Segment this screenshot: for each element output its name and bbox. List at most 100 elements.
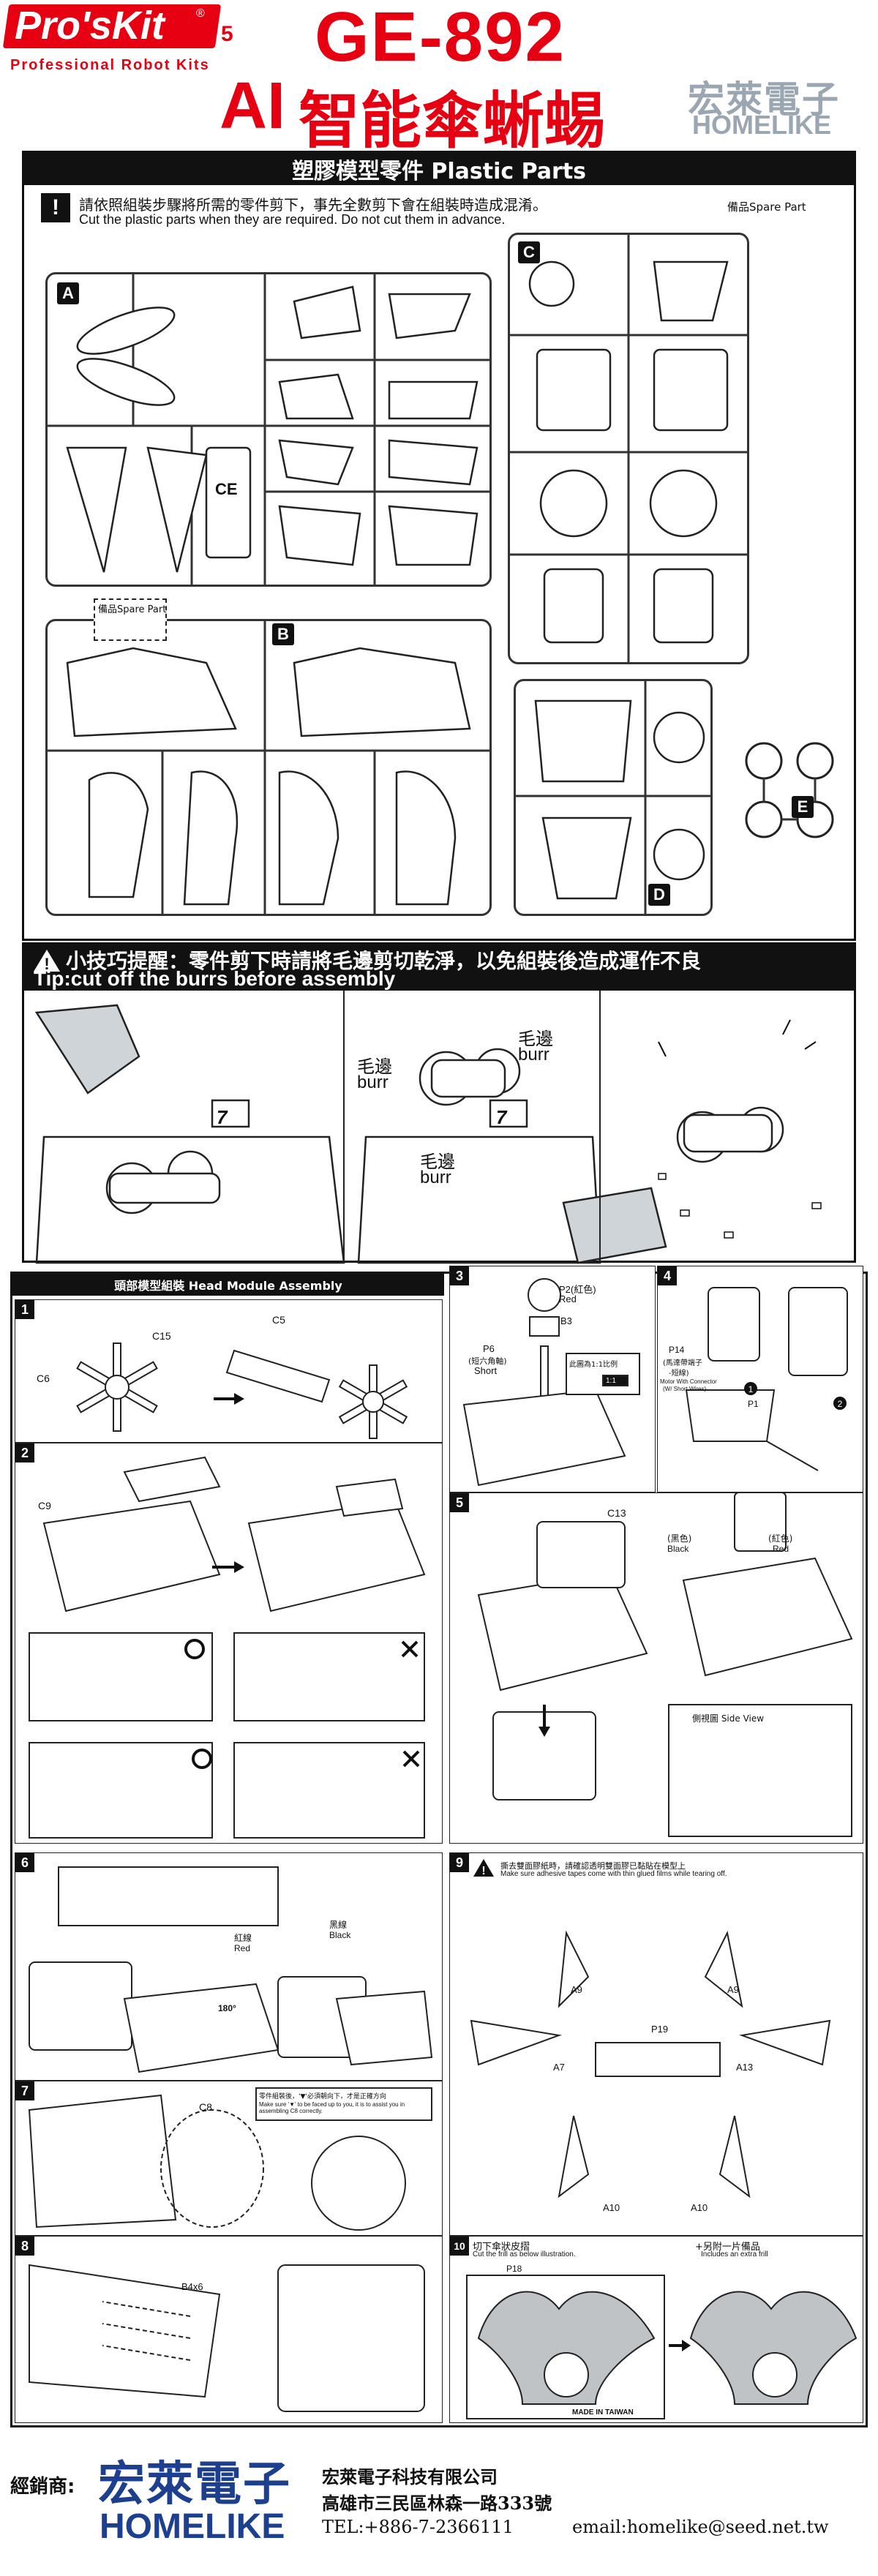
head-assembly-title: 頭部模型組裝 Head Module Assembly	[114, 1279, 342, 1293]
tape-note-cn: 撕去雙面膠紙時，請確認透明雙面膠已黏貼在模型上	[500, 1861, 686, 1871]
step-6-number: 6	[15, 1853, 34, 1872]
step-4-num-1: 1	[748, 1384, 754, 1394]
made-in-taiwan: MADE IN TAIWAN	[572, 2408, 634, 2417]
label-b3: B3	[560, 1315, 572, 1326]
plastic-parts-title: 塑膠模型零件 Plastic Parts	[291, 159, 587, 184]
label-c15: C15	[152, 1330, 171, 1342]
label-black: Black	[667, 1544, 689, 1554]
step-5-number: 5	[450, 1493, 469, 1512]
tip-num7-right: 7	[496, 1106, 507, 1128]
step-1-number: 1	[15, 1300, 34, 1319]
label-p2-red: Red	[559, 1293, 577, 1304]
tip-num7-left: 7	[217, 1106, 228, 1128]
burr-label-1-cn: 毛邊	[357, 1056, 392, 1077]
label-c13: C13	[607, 1507, 626, 1519]
warning-text-cn: 請依照組裝步驟將所需的零件剪下，事先全數剪下會在組裝時造成混淆。	[79, 196, 547, 214]
label-a9-left: A9	[571, 1984, 582, 1995]
label-red-cn: (紅色)	[768, 1533, 793, 1544]
warning-text-en: Cut the plastic parts when they are requ…	[79, 212, 506, 227]
burr-label-2-en: burr	[518, 1045, 549, 1064]
step-9-illustration	[470, 1930, 831, 2198]
label-p14-en2: (W/ Short Wires)	[663, 1386, 707, 1392]
step-9-number: 9	[450, 1853, 469, 1872]
title-ai: AI	[220, 70, 285, 143]
tip-bar	[22, 942, 856, 991]
step-4-illustration: 1 2	[685, 1287, 848, 1471]
burr-label-2-cn: 毛邊	[518, 1029, 553, 1049]
step-8-illustration	[29, 2264, 425, 2412]
head-assembly-title-bar: 頭部模型組裝 Head Module Assembly	[12, 1274, 444, 1296]
label-p19: P19	[651, 2024, 669, 2035]
spare-part-label-c: 備品Spare Part	[727, 200, 806, 214]
scale-note: 此圖為1:1比例	[569, 1361, 618, 1369]
label-c5: C5	[272, 1314, 285, 1326]
sheet-e-badge: E	[792, 796, 814, 818]
label-black-cn: (黑色)	[667, 1533, 692, 1544]
step-7-illustration	[28, 2087, 432, 2231]
sheet-c-badge: C	[518, 241, 540, 263]
sheet-a-badge: A	[57, 282, 79, 304]
label-p14-en: Motor With Connector	[660, 1378, 717, 1385]
step-1-illustration	[76, 1343, 408, 1439]
label-black-wire: Black	[329, 1930, 351, 1940]
label-red-wire: Red	[234, 1943, 251, 1953]
label-p14: P14	[669, 1345, 685, 1355]
step-10-illustration	[466, 2275, 858, 2419]
step-2-illustration	[29, 1456, 426, 1839]
label-p14-cn: (馬達帶端子	[663, 1359, 702, 1367]
spare-part-box-b	[94, 598, 167, 641]
step-5-illustration	[477, 1492, 853, 1837]
label-c8: C8	[199, 2101, 212, 2113]
label-a9-right: A9	[727, 1984, 739, 1995]
tip-text-cn: 小技巧提醒：零件剪下時請將毛邊剪切乾淨，以免組裝後造成運作不良	[66, 949, 702, 973]
company-address: 高雄市三民區林森一路333號	[322, 2493, 552, 2514]
brand-subtitle: Professional Robot Kits	[10, 57, 210, 73]
step-7-note-cn: 零件組裝後，'▼'必須朝向下，才是正確方向	[259, 2093, 386, 2100]
sprue-c-runners	[508, 233, 749, 664]
brand-registered-mark: ®	[196, 7, 205, 20]
svg-text:!: !	[481, 1865, 485, 1877]
sprue-d-runners	[514, 679, 713, 916]
label-a7: A7	[553, 2062, 565, 2073]
label-c6: C6	[37, 1373, 50, 1384]
distributor-label: 經銷商:	[10, 2476, 75, 2498]
brand-name: Pro'sKit	[15, 4, 165, 48]
company-email: email:homelike@seed.net.tw	[572, 2517, 829, 2537]
label-p6-short: Short	[474, 1365, 498, 1376]
label-b4x6: B4x6	[181, 2281, 203, 2292]
tip-illustration	[34, 991, 822, 1745]
label-c9: C9	[38, 1500, 51, 1512]
step-4-num-2: 2	[838, 1399, 843, 1409]
step-8-number: 8	[15, 2237, 34, 2256]
header: Pro'sKit ® 5 Professional Robot Kits GE-…	[0, 0, 878, 157]
tip-warning-icon: !	[34, 950, 60, 973]
product-title: 智能傘蜥蜴	[299, 85, 607, 157]
company-name: 宏萊電子科技有限公司	[322, 2466, 498, 2487]
label-rotate-180: 180°	[218, 2003, 236, 2013]
label-a13: A13	[736, 2062, 754, 2073]
label-p14-cn2: -短線)	[669, 1370, 689, 1378]
tip-text-en: Tip:cut off the burrs before assembly	[34, 967, 396, 990]
series-number: 5	[221, 22, 233, 46]
burr-label-1-en: burr	[357, 1073, 389, 1092]
model-number: GE-892	[315, 0, 566, 76]
sprue-e	[745, 742, 834, 838]
label-p6-desc: (短六角軸)	[468, 1356, 507, 1366]
company-tel: TEL:+886-7-2366111	[322, 2517, 514, 2537]
sheet-b-badge: B	[272, 623, 294, 645]
sprue-a-runners	[45, 272, 492, 587]
label-a10-left: A10	[603, 2202, 620, 2213]
step-3-illustration	[462, 1278, 640, 1487]
cert-mark: CE	[215, 480, 238, 498]
sheet-d-badge: D	[648, 884, 670, 906]
label-p1: P1	[748, 1399, 759, 1409]
label-p2: P2(紅色)	[559, 1284, 596, 1295]
step-4-number: 4	[658, 1266, 677, 1285]
burr-label-3-cn: 毛邊	[420, 1152, 455, 1172]
tape-note-en: Make sure adhesive tapes come with thin …	[500, 1870, 727, 1878]
frill-title-en: Cut the frill as below illustration.	[473, 2250, 576, 2258]
step-3-number: 3	[450, 1266, 469, 1285]
label-p18: P18	[506, 2264, 522, 2274]
step-2-number: 2	[15, 1443, 34, 1462]
distributor-logo-cn: 宏萊電子	[688, 78, 840, 121]
